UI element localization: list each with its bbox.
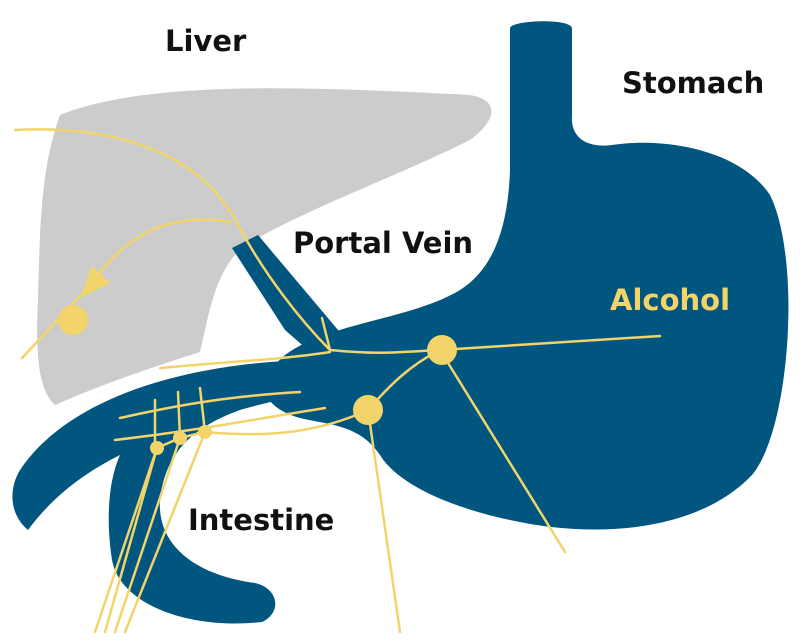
stomach-label: Stomach <box>622 66 764 100</box>
intestine-label: Intestine <box>188 503 334 537</box>
liver-label: Liver <box>165 24 246 58</box>
portal-vein-label: Portal Vein <box>293 226 473 260</box>
alcohol-label: Alcohol <box>610 283 730 317</box>
